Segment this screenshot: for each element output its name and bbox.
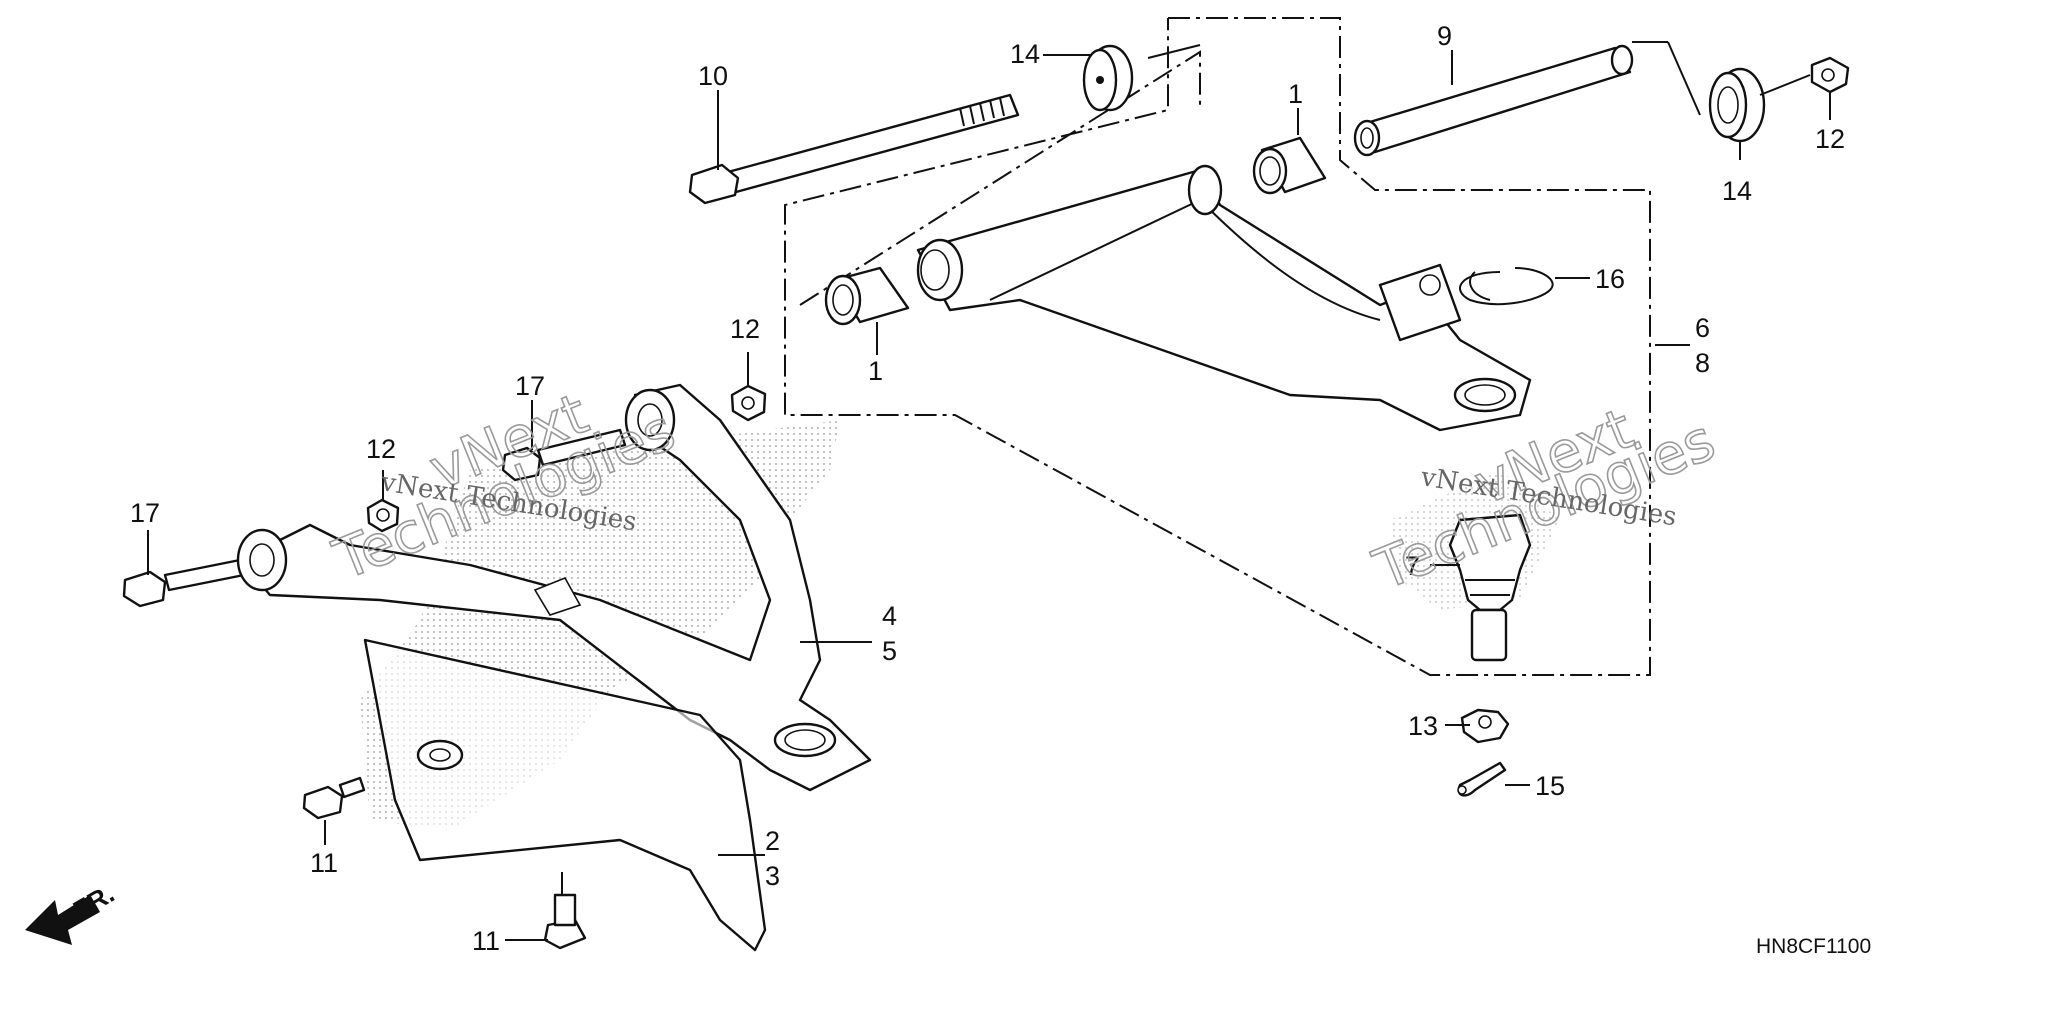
callout-5: 5 [882, 636, 897, 666]
lower-arm-part-4-5 [236, 383, 872, 792]
callout-14a: 14 [1010, 39, 1040, 69]
bolt-part-11-lower [543, 893, 587, 950]
callout-6: 6 [1695, 313, 1710, 343]
callout-4: 4 [882, 601, 897, 631]
castle-nut-part-13 [1460, 708, 1510, 744]
callout-17b: 17 [130, 498, 160, 528]
callout-1b: 1 [868, 356, 883, 386]
front-arrow-icon: FR. [25, 878, 119, 945]
sleeve-part-9 [1353, 44, 1634, 157]
callout-11a: 11 [310, 848, 338, 878]
nut-part-12-mid [730, 384, 767, 422]
callout-15: 15 [1535, 771, 1565, 801]
callout-1a: 1 [1288, 79, 1303, 109]
callout-labels: 1 1 2 3 4 5 6 7 8 9 10 11 11 12 12 12 13… [130, 21, 1845, 956]
bolt-part-11-upper [302, 776, 366, 820]
callout-13: 13 [1408, 711, 1438, 741]
upper-arm-part-6-8 [916, 164, 1532, 432]
leader-lines [147, 41, 1831, 941]
callout-17a: 17 [515, 371, 545, 401]
callout-14b: 14 [1722, 176, 1752, 206]
callout-12a: 12 [1815, 124, 1845, 154]
circlip-part-16 [1459, 267, 1554, 306]
callout-9: 9 [1437, 21, 1452, 51]
guard-plate-part-2-3 [363, 638, 767, 952]
callout-12b: 12 [730, 314, 760, 344]
callout-2: 2 [765, 826, 780, 856]
bushing-part-1-top [1252, 136, 1327, 195]
bolt-part-10 [688, 93, 1020, 205]
washer-part-14-right [1708, 67, 1766, 143]
bolt-part-17-upper [501, 428, 627, 482]
bushing-part-1-left [824, 266, 910, 326]
callout-8: 8 [1695, 348, 1710, 378]
callout-10: 10 [698, 61, 728, 91]
dashed-group-outline [784, 17, 1651, 676]
callout-16: 16 [1595, 264, 1625, 294]
ball-joint-part-7 [1448, 513, 1532, 662]
nut-part-12-right [1810, 56, 1850, 94]
cotter-pin-part-15 [1457, 761, 1507, 797]
bolt-part-17-lower [122, 558, 246, 608]
watermark-right: vNext Technologies vNext Technologies [1364, 396, 1724, 605]
callout-3: 3 [765, 861, 780, 891]
callout-7: 7 [1405, 551, 1420, 581]
callout-12c: 12 [366, 434, 396, 464]
washer-part-14-top [1082, 44, 1134, 112]
diagram-code: HN8CF1100 [1756, 935, 1871, 958]
callout-11b: 11 [472, 926, 500, 956]
